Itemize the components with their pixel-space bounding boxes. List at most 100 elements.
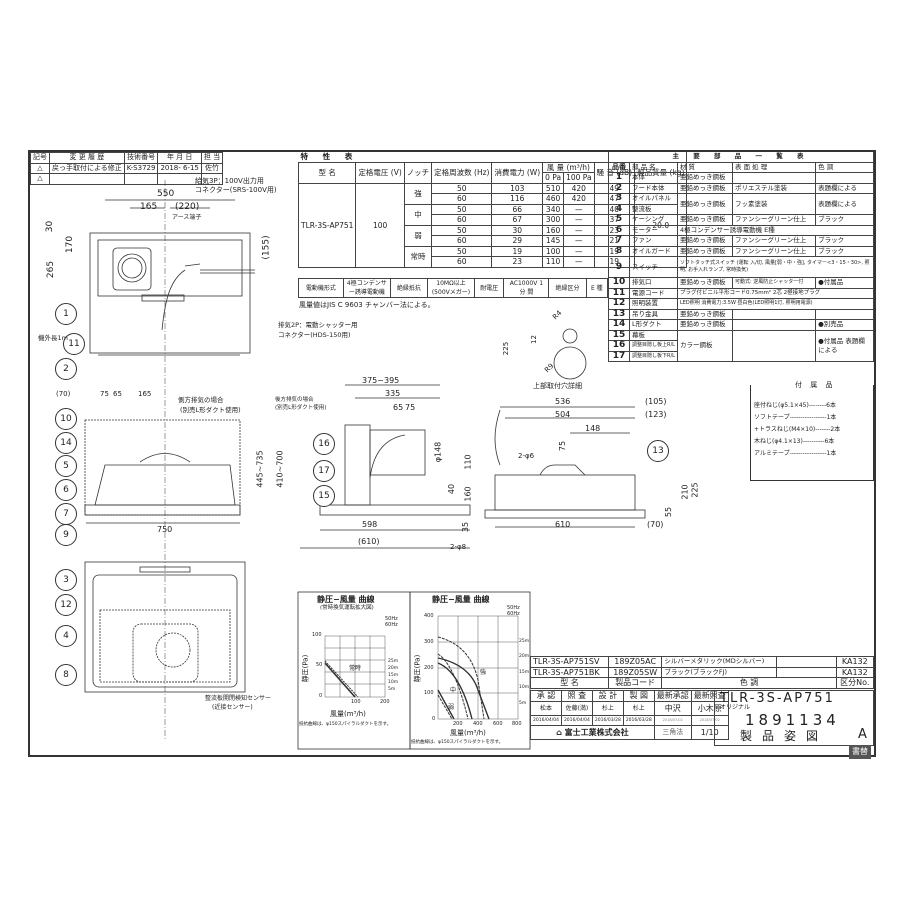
- accessory-item: ソフトテープ-----------------1本: [754, 414, 837, 421]
- chart2-ytick: 0: [432, 716, 436, 722]
- chart1-title: 静圧−風量 曲線: [317, 595, 375, 604]
- callout-3: 3: [55, 569, 77, 591]
- approval-name: 杉上: [622, 700, 655, 716]
- part-name: フード本体: [629, 182, 678, 194]
- dim-35: 35: [461, 521, 471, 533]
- approval-name: 杉上: [591, 700, 624, 716]
- parts-hdr-color: 色 調: [815, 161, 874, 173]
- chart2-ytick: 200: [424, 665, 434, 671]
- dim-75: 75: [100, 390, 109, 398]
- accessories-title: 付 属 品: [791, 380, 840, 390]
- title-model-name: TLR-3S-AP751: [720, 691, 835, 706]
- part-material: 亜鉛めっき鋼板: [676, 214, 734, 226]
- part-no: 6: [608, 224, 630, 236]
- part-name: ケーシング: [629, 214, 678, 226]
- company-name: 富士工業株式会社: [564, 728, 629, 737]
- title-model-sub: オリジナル: [720, 704, 751, 711]
- variant-code: 189Z05AC: [608, 656, 663, 668]
- part-color: 表題欄による: [815, 182, 874, 194]
- spec-w: 30: [491, 224, 544, 236]
- chart1-legend-60hz: 60Hz: [385, 622, 398, 628]
- spec-hdr-0pa: 0 Pa: [542, 172, 565, 184]
- parts-hdr-finish: 表 面 処 理: [732, 161, 817, 173]
- part-name: スイッチ: [629, 256, 678, 278]
- part-no: 2: [608, 182, 630, 194]
- part-name: 吊り金具: [629, 308, 678, 320]
- chart1-label-jouji: 常時: [349, 665, 362, 672]
- dim-550: 550: [157, 189, 175, 199]
- label-connector-2p: 排気2P：電動シャッター用: [278, 321, 358, 329]
- chart2-label-strong: 強: [480, 669, 487, 676]
- dim-160: 160: [463, 486, 473, 502]
- part-material: 亜鉛めっき鋼板: [676, 193, 734, 215]
- rev-person: 佐竹: [200, 162, 224, 174]
- part-color: 表題欄による: [815, 193, 874, 215]
- projection: 三角法: [653, 725, 692, 740]
- part-no: 11: [608, 287, 630, 299]
- callout-16: 16: [313, 433, 335, 455]
- spec-hdr-freq: 定格周波数 (Hz): [431, 161, 493, 184]
- callout-9: 9: [55, 524, 77, 546]
- dim-220: (220): [175, 202, 200, 212]
- part-no: 5: [608, 214, 630, 226]
- spec-hdr-voltage: 定格電圧 (V): [355, 161, 405, 184]
- dim-225: 225: [690, 482, 700, 498]
- callout-5: 5: [55, 455, 77, 477]
- chart1-ytick: 0: [319, 693, 323, 699]
- rev-desc: 戻っ手取付による修正: [49, 162, 125, 174]
- spec-q100: 420: [563, 193, 595, 205]
- spec-w: 66: [491, 203, 544, 215]
- parts-hdr-no: 品番: [608, 161, 630, 173]
- dim-155: (155): [261, 235, 272, 260]
- spec-w: 103: [491, 182, 544, 194]
- dim-30: 30: [45, 220, 56, 233]
- hdr-class: 区分No.: [835, 677, 875, 689]
- spec-hz: 50: [431, 224, 493, 236]
- approval-name: 小木原: [690, 700, 729, 716]
- parts-title: 主 要 部 品 一 覧 表: [608, 152, 874, 163]
- spec-voltage: 100: [355, 182, 405, 268]
- approval-hdr: 照 査: [560, 690, 593, 702]
- callout-11: 11: [63, 333, 85, 355]
- rev-hdr-date: 年 月 日: [157, 152, 202, 164]
- rev-hdr-person: 担 当: [200, 152, 224, 164]
- spec-q0: 460: [542, 193, 565, 205]
- dim-2-phi6: 2-φ6: [518, 452, 535, 460]
- dim-55: 55: [664, 506, 674, 518]
- dim-65: 65: [113, 390, 122, 398]
- dim-110: 110: [463, 454, 473, 470]
- chart2-duct-5m: 5m: [519, 701, 527, 706]
- spec-q100: —: [563, 203, 595, 215]
- callout-6: 6: [55, 479, 77, 501]
- callout-13: 13: [647, 440, 669, 462]
- part-no: 3: [608, 193, 630, 205]
- part-name: 整流板: [629, 203, 678, 215]
- parts-hdr-material: 材 質: [676, 161, 734, 173]
- insulation-label: 絶縁抵抗: [389, 278, 428, 298]
- label-sensor-b: (近接センサー): [212, 704, 253, 711]
- chart2-duct-20m: 20m: [519, 654, 530, 659]
- part-material: プラグ付ビニル平形コード0.75mm² 2芯 2極接地プラグ: [676, 287, 875, 299]
- spec-model: TLR-3S-AP751: [297, 182, 357, 268]
- spec-q100: —: [563, 214, 595, 226]
- callout-2: 2: [55, 358, 77, 380]
- variant-model: TLR-3S-AP751SV: [529, 656, 610, 668]
- chart1-ylabel: 静圧(Pa): [301, 654, 310, 683]
- accessory-item: +トラスねじ(M4×10)-------2本: [754, 426, 841, 433]
- part-material: 亜鉛めっき鋼板: [676, 172, 734, 184]
- part-name: オイルガード: [629, 245, 678, 257]
- chart1-duct-15m: 15m: [388, 673, 399, 678]
- accessories-box: 付 属 品 座付ねじ(φ5.1×45)--------6本 ソフトテープ----…: [750, 380, 874, 481]
- dim-70-rear: (70): [647, 520, 664, 529]
- note-side-exhaust: 側方排気の場合: [178, 396, 224, 404]
- spec-q0: 100: [542, 245, 565, 257]
- part-finish: ファンシーグリーン仕上: [732, 245, 817, 257]
- spec-w: 116: [491, 193, 544, 205]
- spec-q100: —: [563, 245, 595, 257]
